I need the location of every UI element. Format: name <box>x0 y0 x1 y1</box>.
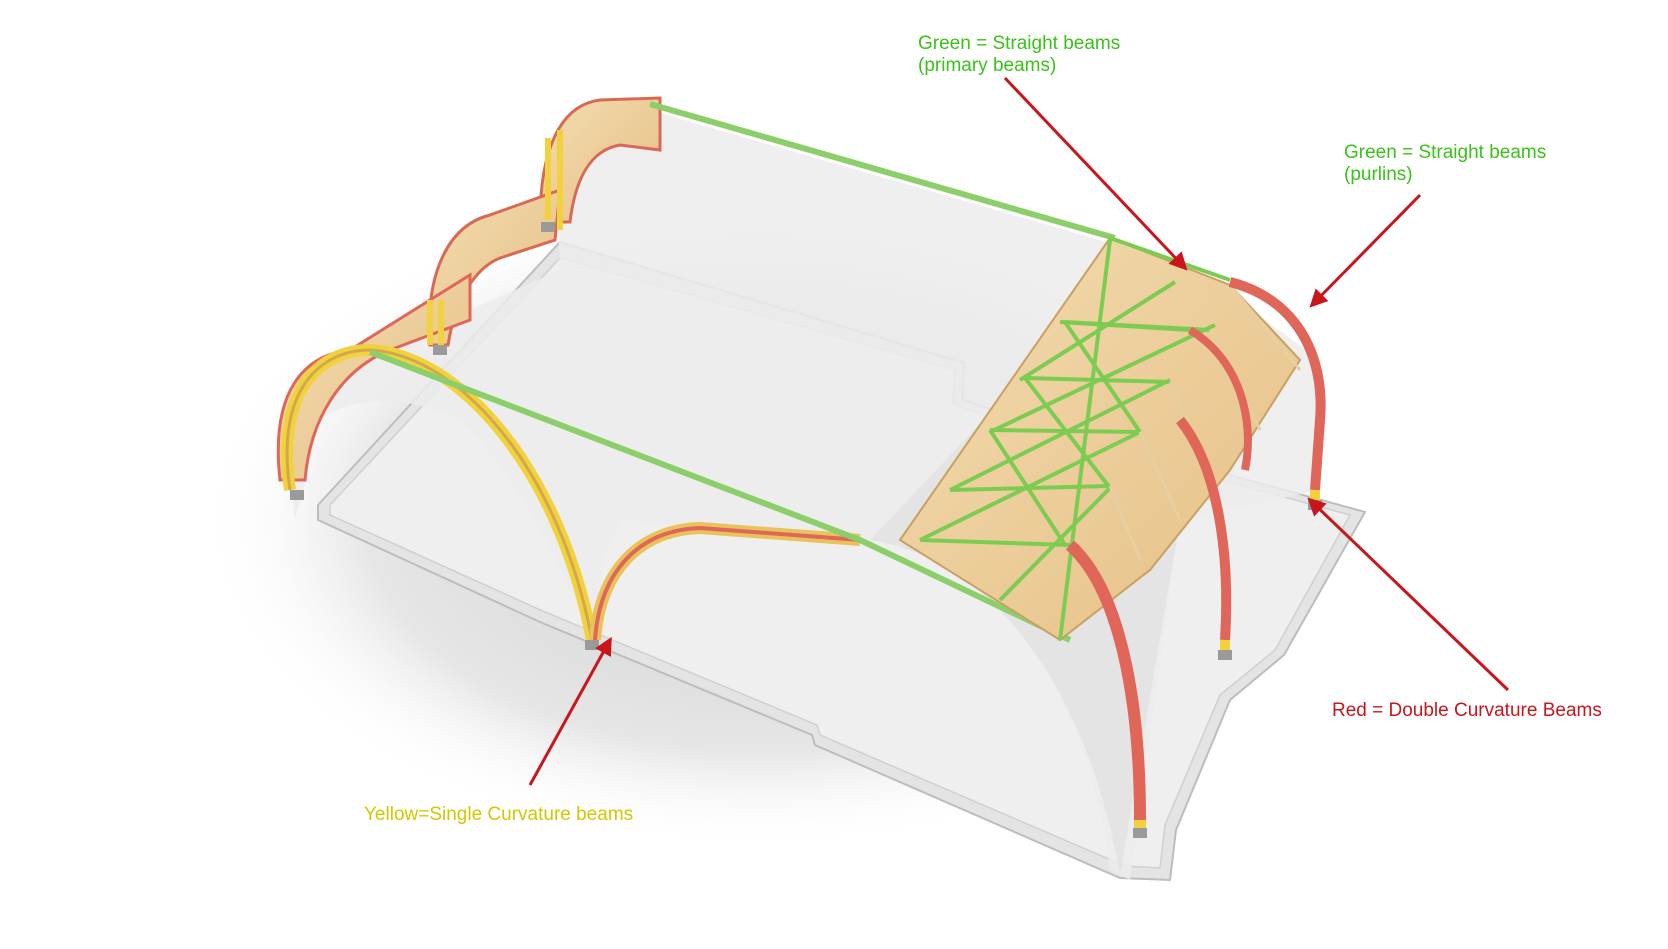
arrow-double-curvature <box>1307 497 1510 692</box>
annotation-arrows <box>528 76 1510 786</box>
label-primary-beams-line2: (primary beams) <box>918 55 1057 76</box>
label-double-curvature: Red = Double Curvature Beams <box>1332 700 1602 722</box>
label-purlins-line1: Green = Straight beams <box>1344 142 1547 163</box>
arrow-single-curvature <box>528 636 612 786</box>
label-single-curvature: Yellow=Single Curvature beams <box>364 804 633 826</box>
single-curvature-arch <box>281 343 861 642</box>
label-primary-beams: Green = Straight beams (primary beams) <box>918 33 1120 77</box>
double-curvature-arches <box>1065 277 1326 830</box>
label-purlins-line2: (purlins) <box>1344 164 1413 185</box>
label-double-curvature-text: Red = Double Curvature Beams <box>1332 700 1602 721</box>
label-primary-beams-line1: Green = Straight beams <box>918 33 1121 54</box>
label-single-curvature-text: Yellow=Single Curvature beams <box>364 804 634 825</box>
arrow-purlins <box>1309 193 1422 308</box>
arrow-primary-beams <box>1003 76 1188 271</box>
entrance-arches <box>276 96 662 482</box>
label-purlins: Green = Straight beams (purlins) <box>1344 142 1546 186</box>
